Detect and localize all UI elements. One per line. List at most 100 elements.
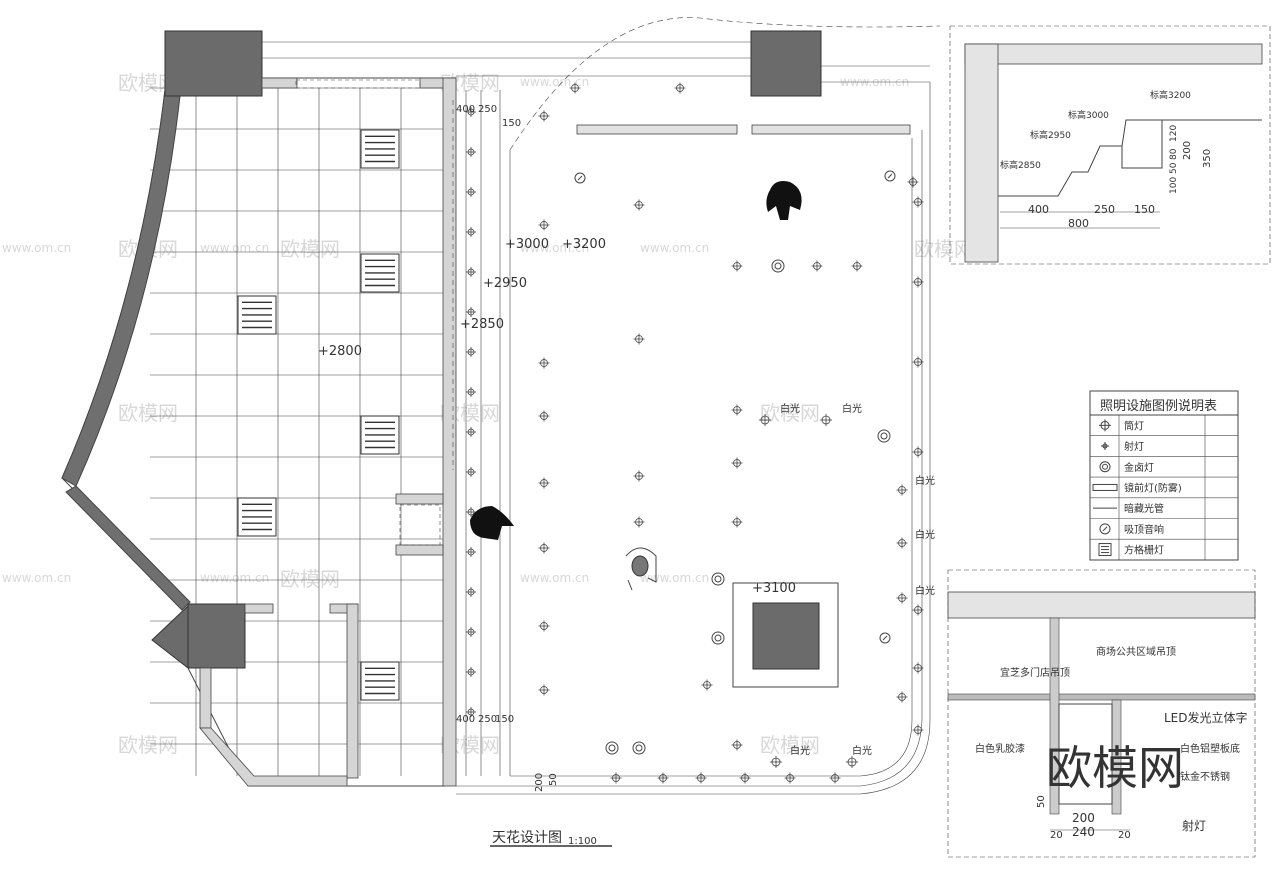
speaker-icon [879,632,891,644]
note-store-ceiling: 宜芝多门店吊顶 [1000,666,1070,679]
downlight-icon [538,219,550,231]
downlight-icon [633,470,645,482]
dim-label: 250 [478,104,497,115]
downlight-icon [466,667,476,677]
watermarks: 欧模网 www.om.cn 欧模网 www.om.cn 欧模网 www.om.c… [2,71,974,757]
downlight-icon [851,260,863,272]
legend-title: 照明设施图例说明表 [1100,399,1217,414]
dim-label: 120 [1169,125,1179,142]
dim-label: 20 [1118,830,1131,841]
column [164,30,263,97]
drawing-scale: 1:100 [568,836,597,847]
downlight-icon [538,542,550,554]
dim-label: 150 [1134,203,1155,216]
downlight-icon [731,516,743,528]
figures [470,181,802,591]
level-label: +2800 [318,344,362,359]
downlight-icon [896,484,908,496]
downlight-icon [784,772,796,784]
grille-light-icon [237,295,277,335]
note-aluminum: 白色铝塑板底 [1180,742,1240,755]
watermark-url: www.om.cn [200,241,269,255]
level-note: 标高2950 [1030,129,1071,141]
watermark-url: www.om.cn [520,241,589,255]
downlight-icon [538,410,550,422]
downlight-icon [912,356,924,368]
downlight-icon [739,772,751,784]
plan-labels: +3000 +3200 +2950 +2850 +2800 +3100 400 … [318,104,935,847]
downlight-icon [912,604,924,616]
downlight-icon [466,107,476,117]
watermark-url: www.om.cn [640,241,709,255]
dim-label: 80 [1169,148,1179,160]
downlight-icon [466,627,476,637]
level-note: 标高3000 [1068,109,1109,121]
downlight-icon [912,662,924,674]
white-light-label: 白光 [780,402,800,415]
column [750,30,822,97]
watermark-url: www.om.cn [520,75,589,89]
grille-light-icon [360,253,400,293]
cornice-bars [576,124,911,135]
downlight-icon [633,516,645,528]
legend-label: 吸顶音响 [1124,523,1164,536]
downlight-icon [820,414,832,426]
downlight-icon [466,587,476,597]
downlight-icon [912,724,924,736]
halogen-light-icon [605,741,619,755]
downlight-icon [811,260,823,272]
watermark-url: www.om.cn [640,571,709,585]
watermark: 欧模网 [280,237,340,261]
dim-label: 240 [1072,825,1095,839]
downlight-icon [912,196,924,208]
white-light-label: 白光 [790,744,810,757]
downlight-icon [610,772,622,784]
walls [199,77,457,787]
legend-label: 暗藏光管 [1124,502,1164,515]
downlight-icon [466,347,476,357]
downlight-icon [731,260,743,272]
downlight-icon [907,176,919,188]
dim-label: 200 [534,773,545,792]
downlights [466,82,924,784]
halogen-icon [1099,461,1111,473]
watermark: 欧模网 [914,237,974,261]
level-note: 标高3200 [1150,89,1191,101]
legend-label: 射灯 [1124,441,1144,453]
downlight-icon [695,772,707,784]
watermark-logo: 欧模网 [1046,741,1184,795]
detail-top: 400 250 150 800 标高3200 标高3000 标高2950 标高2… [949,25,1271,265]
dim-label: 200 [1182,141,1193,160]
drawing-title: 天花设计图 [492,830,562,846]
level-label: +3200 [562,237,606,252]
downlight-icon [466,307,476,317]
dim-label: 250 [1094,203,1115,216]
downlight-icon [538,620,550,632]
downlight-icon [759,414,771,426]
white-light-label: 白光 [915,528,935,541]
downlight-icon [466,427,476,437]
downlight-icon [896,592,908,604]
downlight-icon [538,684,550,696]
ceiling-speaker-icon [1099,523,1111,535]
legend-label: 方格栅灯 [1124,544,1164,557]
watermark: 欧模网 [118,401,178,425]
level-note: 标高2850 [1000,159,1041,171]
central-feature [732,582,839,688]
downlight-icon [466,547,476,557]
column [187,603,246,669]
downlight-icon [829,772,841,784]
grille-lights [237,129,400,701]
note-steel: 钛金不锈钢 [1180,770,1230,783]
downlight-icon [701,679,713,691]
grille-light-icon [360,415,400,455]
downlight-icon [466,387,476,397]
downlight-icon [633,199,645,211]
facade-curve [61,89,181,487]
downlight-icon [538,477,550,489]
downlight-icon [538,110,550,122]
halogen-light-icon [711,572,725,586]
dim-label: 250 [478,714,497,725]
dim-label: 400 [456,714,475,725]
